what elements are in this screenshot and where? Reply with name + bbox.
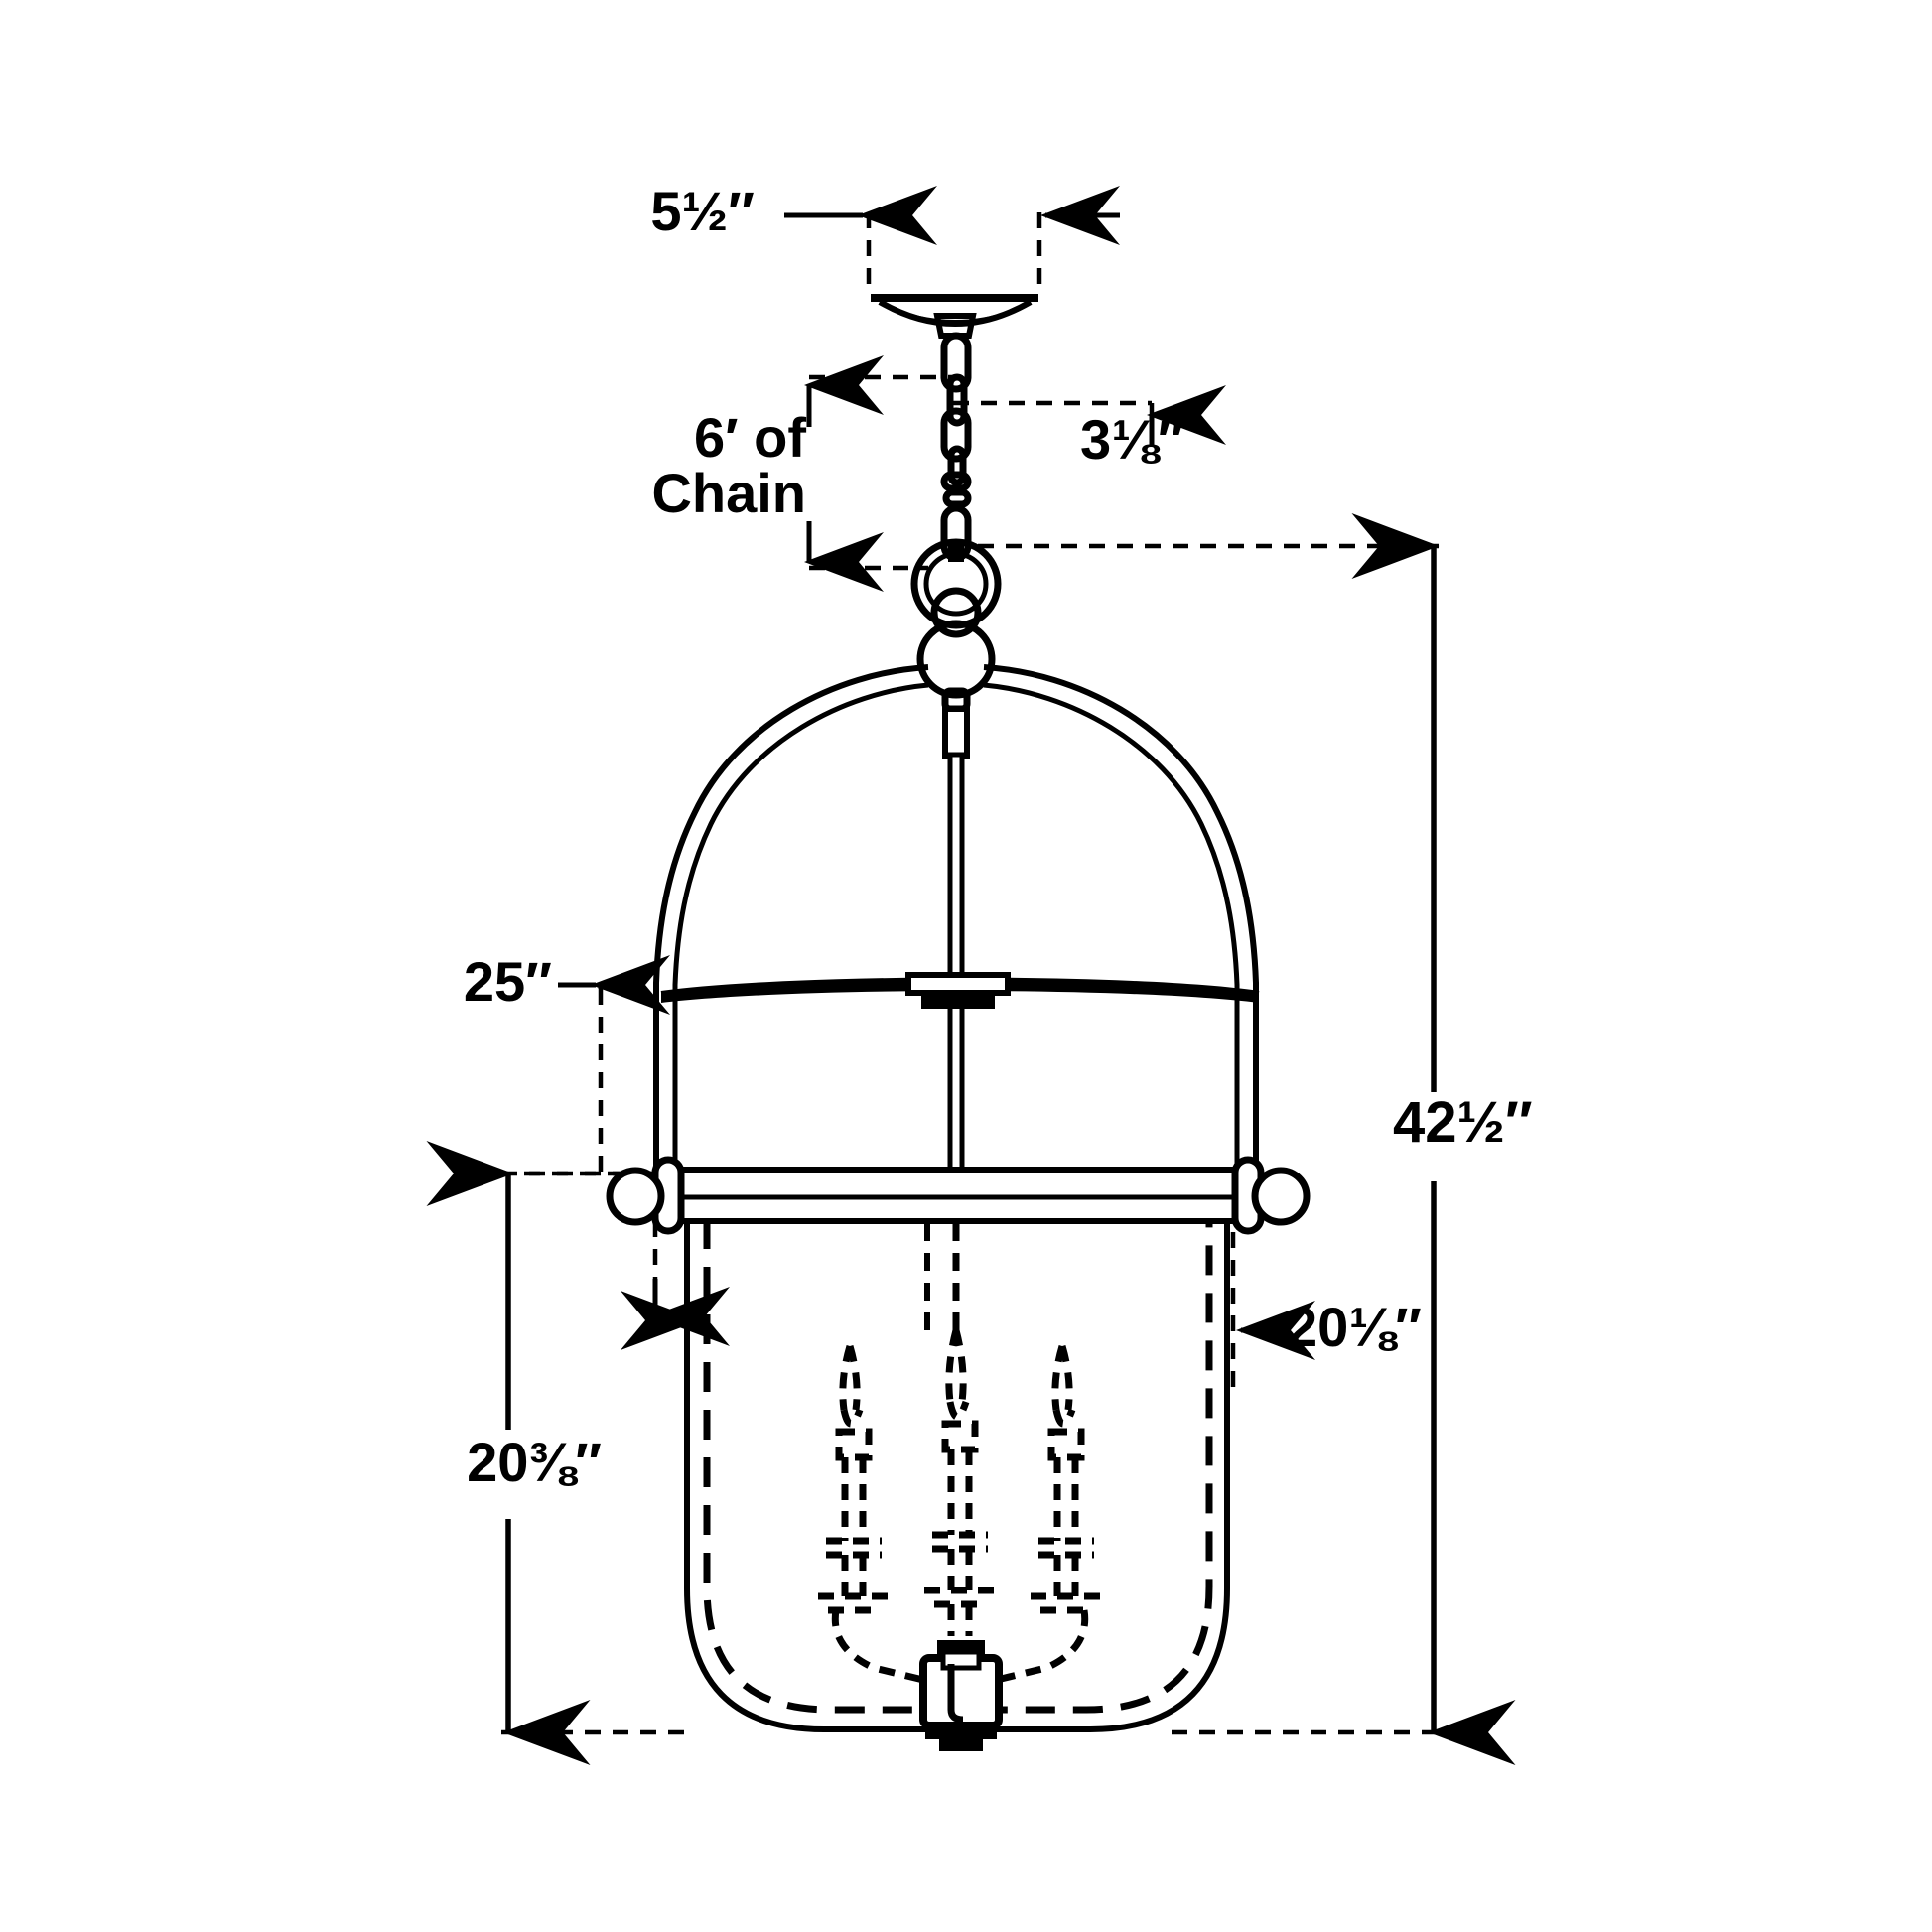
ceiling-canopy xyxy=(871,294,1038,339)
dimension-label-glass-width: 20⅛″ xyxy=(1287,1296,1422,1358)
dimension-label-chain-line1: 6′ of xyxy=(694,406,806,469)
dimension-label-chain-line2: Chain xyxy=(651,462,806,524)
dimension-lines-group xyxy=(426,186,1516,1765)
dimension-labels-group: 5½″ 6′ of Chain 3⅛″ 25″ 42½″ 20⅛″ 20⅜″ xyxy=(464,180,1533,1493)
dimension-label-canopy-width: 5½″ xyxy=(650,180,755,242)
band-ring xyxy=(651,1156,1265,1235)
ball-finial-left xyxy=(606,1167,665,1226)
ball-finial-right xyxy=(1251,1167,1311,1226)
candle-center xyxy=(924,1329,996,1636)
ball-finial-top xyxy=(916,587,996,713)
socket-hub xyxy=(919,1640,1003,1751)
candle-cluster xyxy=(818,1329,1102,1684)
candle-left xyxy=(818,1345,924,1684)
candle-right xyxy=(996,1345,1102,1684)
arch-frame xyxy=(653,664,1259,1172)
dimension-label-hook-width: 3⅛″ xyxy=(1080,408,1184,471)
center-stem xyxy=(942,706,970,1176)
dimension-label-overall-height: 42½″ xyxy=(1393,1090,1533,1155)
fixture-geometry-group xyxy=(606,294,1311,1751)
smoke-plate xyxy=(660,972,1260,1009)
dimension-label-frame-height: 25″ xyxy=(464,950,552,1013)
dimension-label-glass-height: 20⅜″ xyxy=(467,1431,602,1493)
